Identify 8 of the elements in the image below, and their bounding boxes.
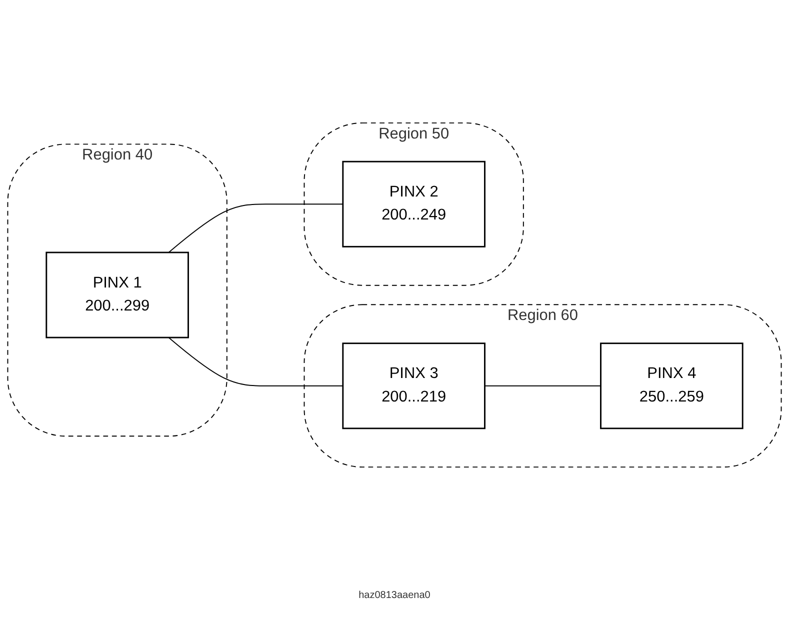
connector xyxy=(484,385,602,386)
connector xyxy=(168,337,344,386)
figure-id-text: haz0813aaena0 xyxy=(358,590,430,601)
node-box: PINX 4 250...259 xyxy=(600,342,744,430)
node-box: PINX 2 200...249 xyxy=(342,160,486,248)
connector xyxy=(168,204,344,253)
node-box: PINX 1 200...299 xyxy=(46,252,189,338)
node-box: PINX 3 200...219 xyxy=(342,342,486,430)
